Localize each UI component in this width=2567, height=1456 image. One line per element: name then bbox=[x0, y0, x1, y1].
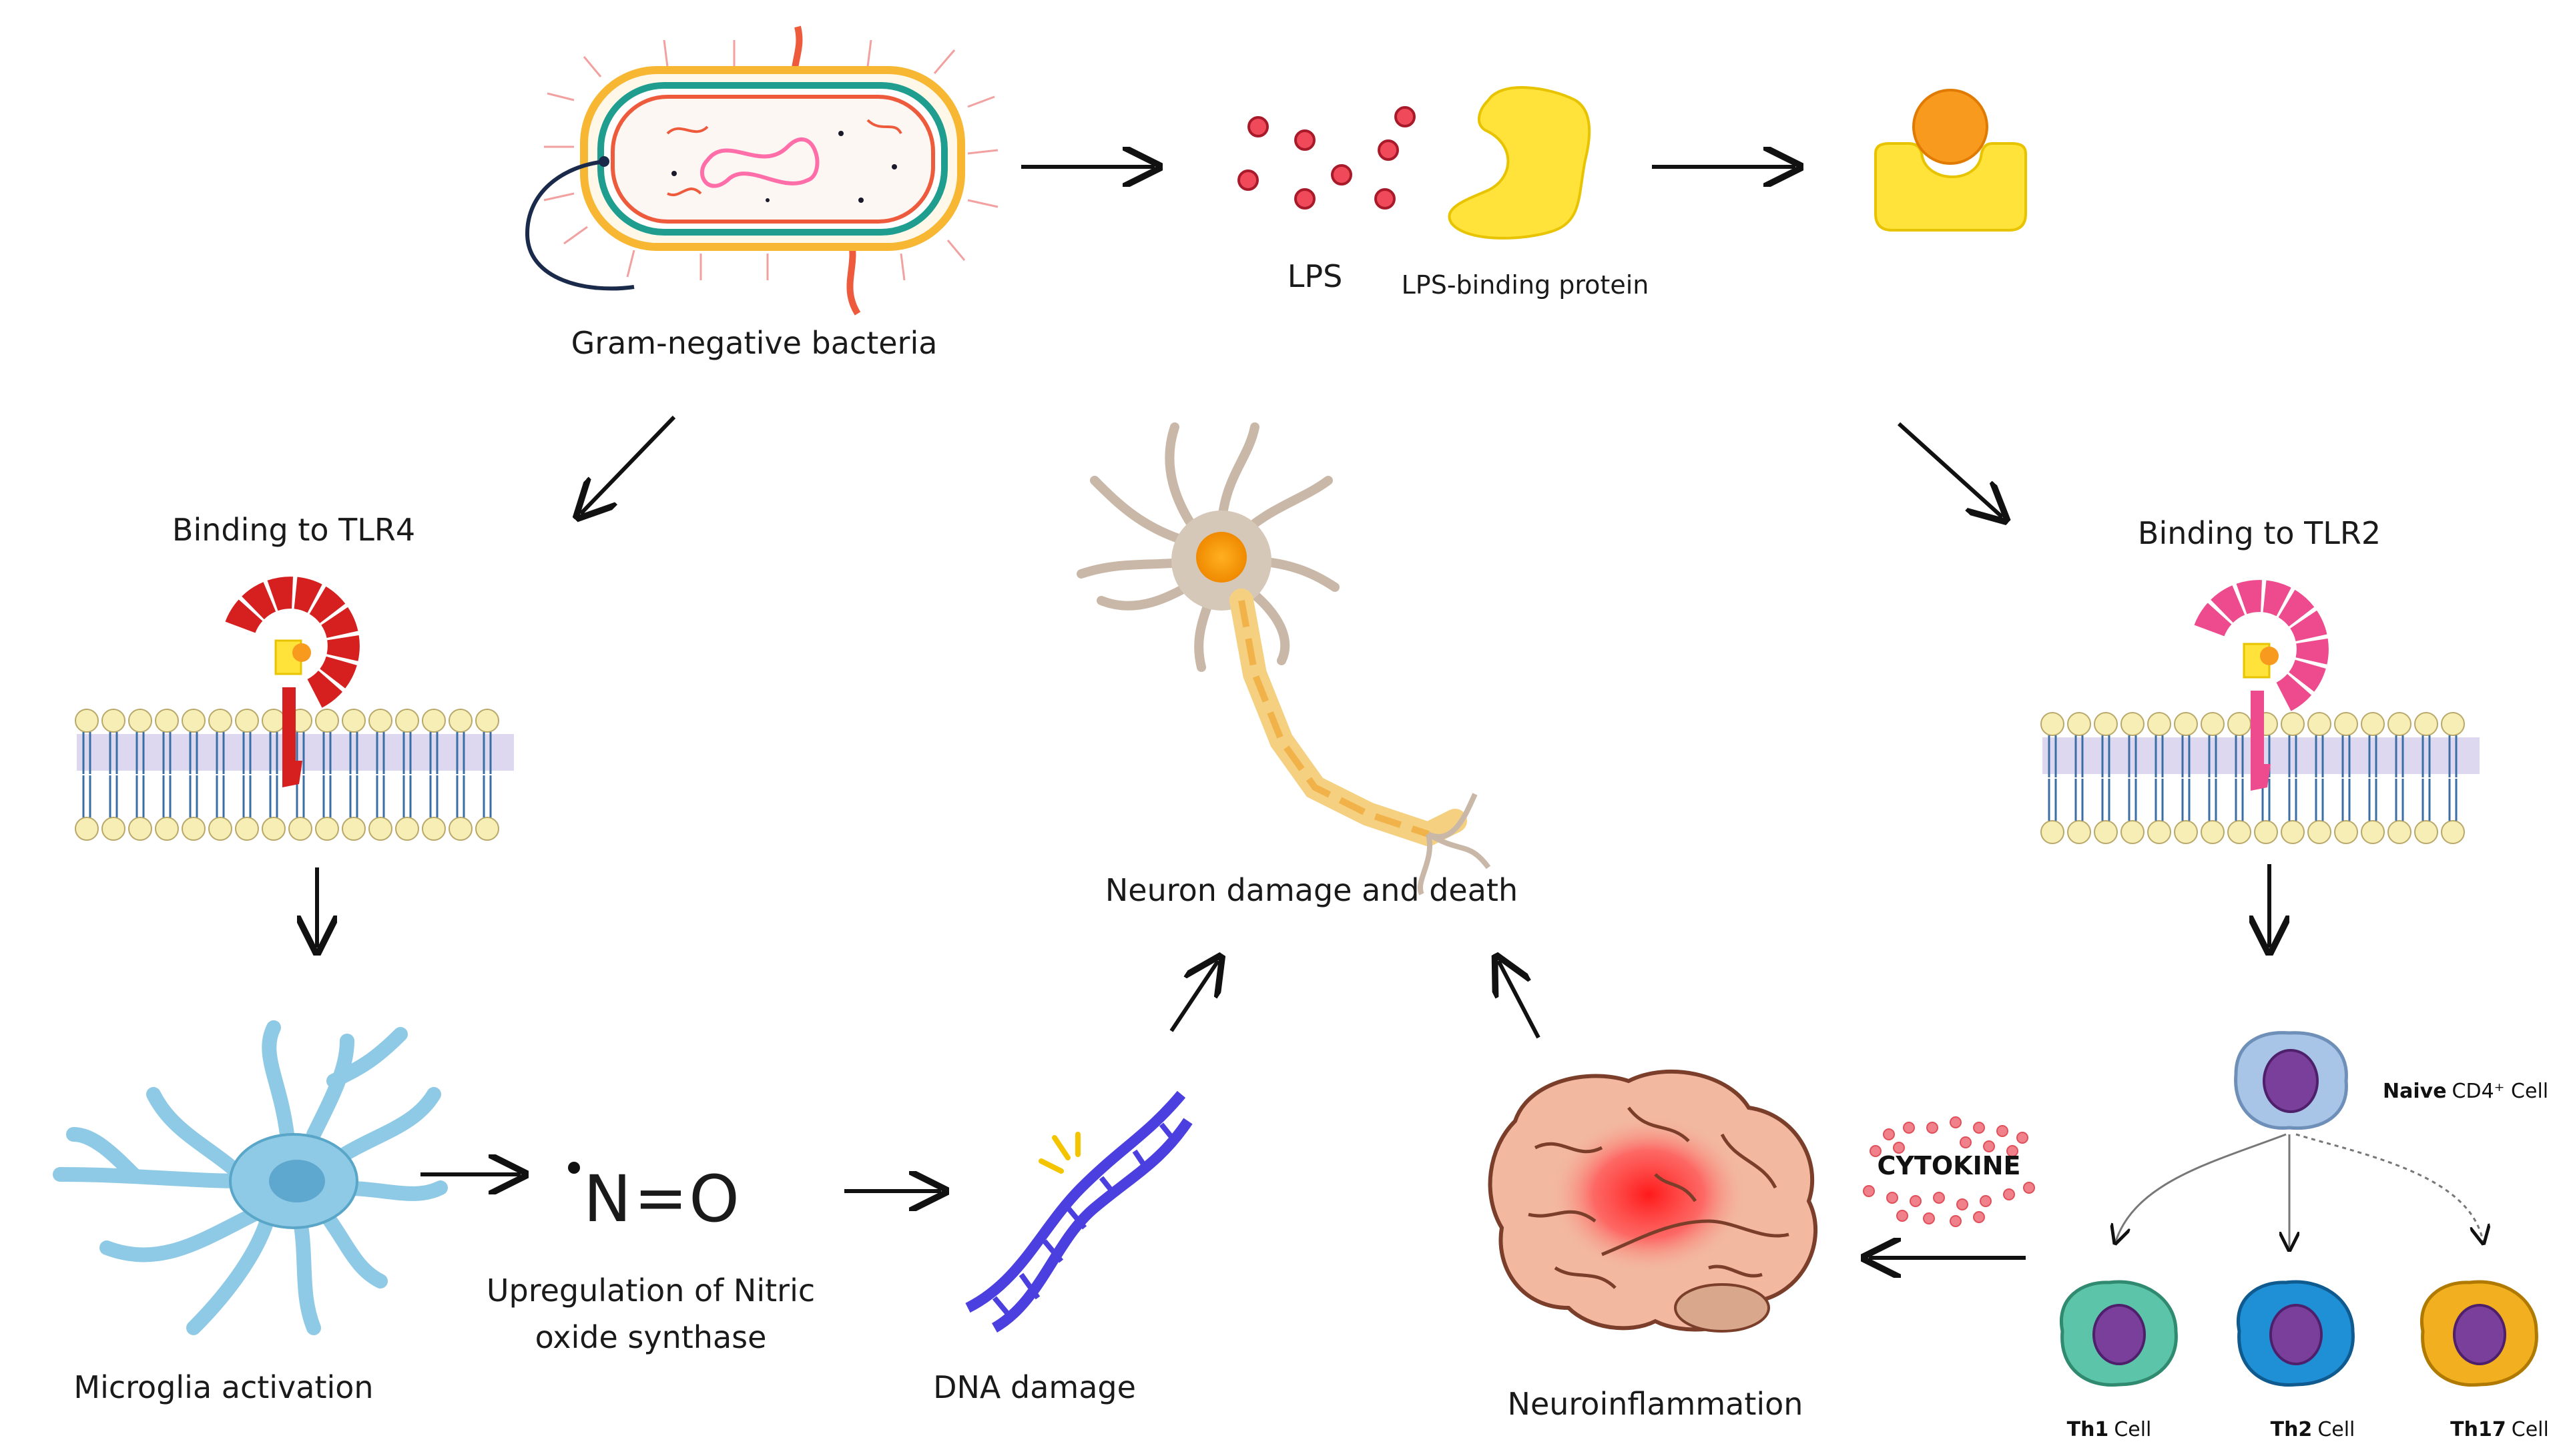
naive-cd4-cell bbox=[2234, 1031, 2348, 1130]
dna-label: DNA damage bbox=[933, 1369, 1136, 1405]
th17-label: Th17 Cell bbox=[2450, 1418, 2549, 1441]
dna-icon bbox=[965, 1090, 1193, 1333]
neuron-icon bbox=[1077, 422, 1491, 895]
microglia-label: Microglia activation bbox=[73, 1369, 373, 1405]
lps-label: LPS bbox=[1288, 258, 1343, 294]
arrow-dna-to-neuron bbox=[1169, 961, 1218, 1032]
th17-cell bbox=[2420, 1280, 2538, 1387]
th17-bold: Th17 bbox=[2450, 1418, 2506, 1441]
th17-cell-word: Cell bbox=[2512, 1418, 2549, 1441]
microglia-icon bbox=[53, 1020, 448, 1335]
arrow-to-tlr4 bbox=[581, 415, 676, 514]
naive-bold: Naive bbox=[2383, 1080, 2447, 1103]
no-eq: = bbox=[634, 1160, 687, 1235]
no-o: O bbox=[689, 1162, 740, 1236]
lps-binding-protein-icon bbox=[1448, 86, 1591, 240]
th1-bold: Th1 bbox=[2067, 1418, 2109, 1441]
th2-cell bbox=[2237, 1280, 2355, 1387]
th1-cell bbox=[2060, 1280, 2178, 1387]
tlr4-receptor-icon bbox=[225, 577, 360, 787]
lbp-label: LPS-binding protein bbox=[1402, 270, 1649, 300]
nitric-label-line1: Upregulation of Nitric bbox=[487, 1272, 815, 1309]
nitric-oxide-formula: N = O bbox=[568, 1160, 740, 1236]
lps-lbp-complex-icon bbox=[1874, 89, 2027, 232]
cytokine-label: CYTOKINE bbox=[1878, 1151, 2021, 1180]
th2-cell-word: Cell bbox=[2317, 1418, 2355, 1441]
nitric-label-line2: oxide synthase bbox=[535, 1319, 767, 1355]
tlr4-label: Binding to TLR4 bbox=[172, 512, 415, 548]
cytokine-cloud-icon: CYTOKINE bbox=[1863, 1116, 2035, 1227]
tlr2-label: Binding to TLR2 bbox=[2138, 515, 2381, 551]
naive-rest: CD4⁺ Cell bbox=[2452, 1080, 2549, 1103]
bacterium-icon bbox=[525, 25, 999, 316]
tlr2-receptor-icon bbox=[2194, 580, 2329, 791]
th1-cell-word: Cell bbox=[2114, 1418, 2151, 1441]
arrow-to-tlr2 bbox=[1897, 422, 2002, 517]
th2-bold: Th2 bbox=[2271, 1418, 2313, 1441]
differentiation-arrows bbox=[2116, 1133, 2483, 1248]
lps-dots-icon bbox=[1237, 106, 1416, 210]
no-n: N bbox=[583, 1162, 631, 1236]
bacteria-label: Gram-negative bacteria bbox=[571, 325, 938, 361]
neuron-label: Neuron damage and death bbox=[1105, 872, 1518, 908]
neuroinflammation-label: Neuroinflammation bbox=[1508, 1386, 1803, 1422]
brain-icon bbox=[1488, 1069, 1817, 1333]
arrow-inflammation-to-neuron bbox=[1498, 961, 1540, 1039]
